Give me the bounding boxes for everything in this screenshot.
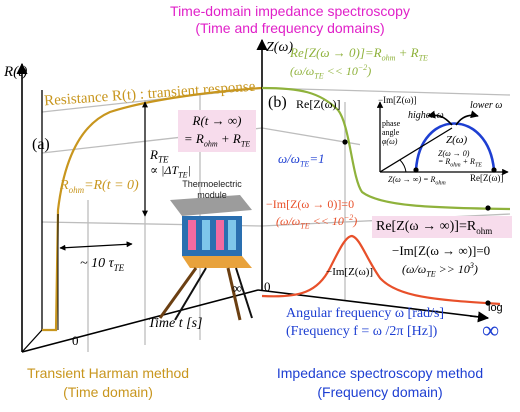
- re-low-freq-eq: Re[Z(ω → 0)]=Rohm + RTE: [290, 45, 428, 63]
- z0-label-b: = Rohm + RTE: [438, 157, 482, 169]
- phase-line: [379, 127, 453, 173]
- phase-line3: φ(ω): [382, 137, 398, 146]
- nyquist-inset: [360, 96, 510, 186]
- im-peak-label: −Im[Z(ω)]: [326, 266, 374, 278]
- omega-ratio-label: ω/ωTE=1: [278, 151, 325, 169]
- re-mid-point: [342, 139, 348, 145]
- re-z-curve: [261, 86, 511, 211]
- lower-omega-label: lower ω: [470, 100, 503, 111]
- nyquist-x-label: Re[Z(ω)]: [470, 173, 504, 183]
- freq-log-label: log: [488, 302, 503, 314]
- im-high-freq-line1: −Im[Z(ω → ∞)]=0: [392, 243, 491, 258]
- thermoelectric-module-icon: [158, 195, 253, 321]
- left-bottom-line2: (Time domain): [63, 384, 153, 400]
- re-z-label: Re[Z(ω)]: [296, 97, 341, 111]
- right-y-axis-label: Z(ω): [266, 40, 293, 55]
- title-line1: Time-domain impedance spectroscopy: [170, 3, 410, 19]
- phase-line2: angle: [382, 128, 400, 137]
- right-bottom-line1: Impedance spectroscopy method: [276, 365, 484, 381]
- transient-curve: [42, 86, 263, 332]
- module-label-line1: Thermoelectric: [182, 179, 242, 189]
- z0-label-a: Z(ω → 0): [438, 149, 470, 158]
- im-z-curve: [261, 234, 501, 306]
- re-high-freq-box: [372, 216, 512, 238]
- tau-label: ~ 10 τTE: [80, 256, 125, 273]
- right-panel-tag: (b): [268, 94, 287, 111]
- nyquist-y-label: −Im[Z(ω)]: [378, 95, 417, 105]
- higher-omega-label: higher ω: [408, 110, 444, 121]
- im-low-freq-line1: −Im[Z(ω → 0)]=0: [266, 197, 355, 211]
- tau-marker: [59, 241, 133, 251]
- nyquist-arc: [414, 122, 496, 171]
- freq-infinity: ∞: [482, 318, 500, 344]
- im-high-freq-line2: (ω/ωTE >> 103): [402, 261, 478, 279]
- module-label-line2: module: [197, 190, 227, 200]
- freq-axis-line2: (Frequency f = ω /2π [Hz]): [286, 324, 438, 339]
- im-end-point: [485, 300, 491, 306]
- steady-state-line2: = Rohm + RTE: [183, 131, 251, 149]
- arc-label: Z(ω): [446, 134, 468, 146]
- title-line2: (Time and frequency domains): [195, 20, 385, 36]
- steady-state-box: [178, 110, 256, 152]
- im-low-freq-line2: (ω/ωTE << 10−2): [276, 213, 358, 231]
- left-bottom-line1: Transient Harman method: [26, 365, 190, 381]
- steady-state-line1: R(t → ∞): [192, 113, 242, 128]
- zinf-label: Z(ω → ∞) = Rohm: [388, 175, 446, 187]
- time-axis-label: Time t [s]: [148, 316, 203, 331]
- left-x-axis: [21, 289, 259, 353]
- freq-axis-line1: Angular frequency ω [rad/s]: [286, 306, 445, 321]
- re-low-freq-condition: (ω/ωTE << 10−2): [290, 63, 372, 81]
- re-high-freq-eq: Re[Z(ω → ∞)]=Rohm: [376, 219, 493, 236]
- left-panel-tag: (a): [32, 136, 50, 153]
- phase-line1: phase: [382, 119, 401, 128]
- rte-proportional-label: ∝ |ΔTTE|: [150, 163, 191, 180]
- time-origin: 0: [72, 333, 79, 348]
- left-axes: [16, 62, 259, 353]
- rohm-label: Rohm=R(t = 0): [60, 178, 139, 195]
- left-y-axis-label: R(t): [4, 64, 28, 80]
- re-end-point: [485, 205, 491, 211]
- rte-label: RTE: [150, 147, 169, 165]
- freq-origin: 0: [264, 279, 271, 294]
- right-bottom-line2: (Frequency domain): [317, 384, 443, 400]
- time-infinity: ∞: [232, 282, 242, 297]
